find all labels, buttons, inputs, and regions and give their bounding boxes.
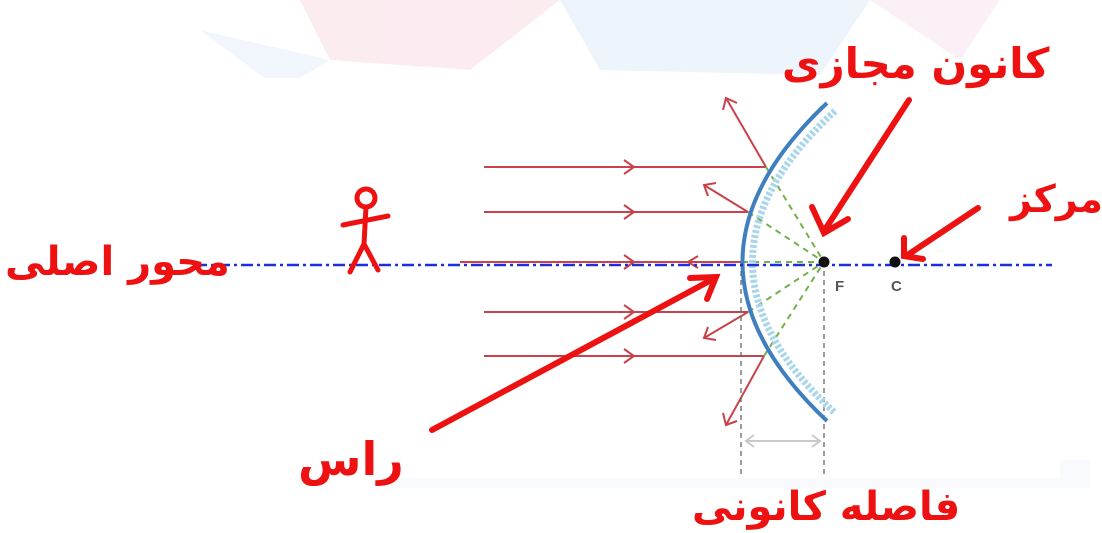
focus-label: F	[835, 278, 844, 295]
ray-arrow-5	[623, 348, 636, 364]
principal-axis-label: محور اصلی	[5, 239, 230, 285]
vertex-label: راس	[298, 432, 404, 486]
object-figure	[340, 186, 391, 275]
vertex-arrow	[429, 275, 718, 433]
ray-arrow-3	[623, 254, 636, 270]
ray-arrow-2	[623, 204, 636, 220]
mirror-hatching	[749, 108, 838, 416]
center-point	[889, 256, 901, 268]
focus-construction-lines	[742, 166, 825, 357]
figure-panel	[250, 78, 1060, 478]
focus-point	[818, 256, 830, 268]
virtual-focus-label: کانون مجازی	[782, 39, 1050, 89]
ray-arrow-4	[623, 304, 636, 320]
center-text-label: مرکز	[1008, 177, 1102, 221]
focal-guides	[740, 262, 825, 478]
virtual-focus-arrow	[823, 97, 912, 231]
focal-length-arrow	[744, 434, 822, 448]
ray-arrow-1	[623, 159, 636, 175]
annotation-arrows	[429, 97, 981, 433]
convex-mirror	[740, 101, 838, 423]
center-arrow	[906, 205, 981, 257]
mirror-surface	[740, 101, 829, 423]
focal-length-label: فاصله کانونی	[692, 484, 960, 530]
center-label: C	[891, 278, 902, 295]
